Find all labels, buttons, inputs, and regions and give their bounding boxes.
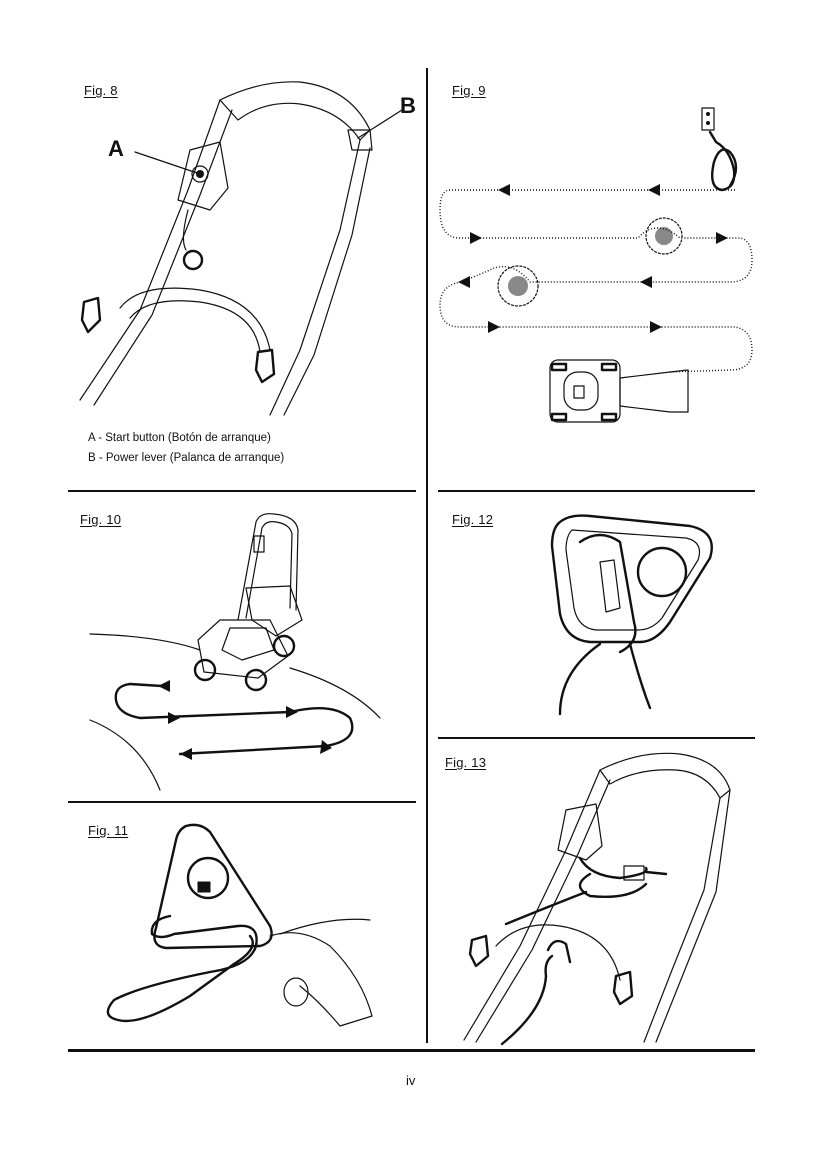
fig10-arrow-5 — [180, 748, 192, 760]
fig9-cord-coil — [710, 132, 736, 190]
fig10-mower-motor — [222, 628, 274, 660]
fig13-right-tube-a — [644, 798, 720, 1042]
fig8-legend: A - Start button (Botón de arranque) B -… — [88, 428, 284, 468]
fig9-outlet — [702, 108, 714, 130]
page-number: iv — [406, 1073, 415, 1088]
rule-left-2 — [68, 801, 416, 803]
fig8-left-tube-a — [80, 100, 220, 400]
fig13-left-tube-a — [464, 770, 600, 1040]
fig13-cord-to-retainer — [506, 892, 586, 924]
fig8-right-tube-b — [284, 148, 370, 415]
fig9-arrow-6 — [458, 276, 470, 288]
fig8-handle-bar — [220, 82, 370, 140]
fig9-mower-motor — [564, 372, 598, 410]
fig12-retainer-hole — [638, 548, 686, 596]
fig9-mower-switch — [574, 386, 584, 398]
fig10-wheel-front-left — [195, 660, 215, 680]
fig10-lawn-edge-top — [90, 634, 200, 650]
fig12-cord-slot — [600, 560, 620, 612]
fig8-start-button-core — [196, 170, 204, 178]
fig9-arrow-5 — [640, 276, 652, 288]
fig9-arrow-8 — [650, 321, 662, 333]
fig8-left-tube-b — [94, 110, 232, 405]
fig10-handle — [238, 514, 298, 620]
rule-right-1 — [438, 490, 755, 492]
fig13-cord-to-outlet — [502, 956, 552, 1044]
fig8-lower-bar — [120, 288, 270, 350]
fig8-leader-a — [135, 152, 200, 174]
fig13-extension-start — [646, 872, 666, 874]
fig12-cord-right — [630, 644, 650, 708]
fig13-left-knob — [470, 936, 488, 966]
center-divider — [426, 68, 428, 1043]
mowing-pattern-diagram — [430, 90, 770, 450]
fig9-arrow-2 — [648, 184, 660, 196]
fig9-wheel-2 — [602, 364, 616, 370]
fig9-bush-1-core — [655, 227, 673, 245]
fig9-arrow-4 — [716, 232, 728, 244]
fig13-retainer — [548, 941, 570, 962]
fig10-arrow-3 — [286, 706, 298, 718]
fig11-thumb — [284, 978, 308, 1006]
cord-strain-relief-illustration — [100, 816, 400, 1046]
fig10-lawn-edge-bottom — [90, 720, 160, 790]
fig13-lower-bar — [496, 925, 620, 980]
fig10-arrow-1 — [158, 680, 170, 692]
fig9-arrow-1 — [498, 184, 510, 196]
fig9-mow-path — [440, 190, 752, 372]
fig8-right-knob — [256, 350, 274, 382]
fig11-cord-loop — [108, 916, 257, 1021]
mower-handle-illustration — [60, 70, 420, 430]
mower-illustration — [70, 500, 420, 800]
fig9-outlet-hole-2 — [706, 121, 710, 125]
cord-retainer-closeup — [450, 502, 750, 722]
fig13-left-tube-b — [476, 780, 610, 1042]
fig8-lower-bar-inner — [130, 301, 260, 352]
fig9-bush-2-core — [508, 276, 528, 296]
fig9-wheel-4 — [602, 414, 616, 420]
fig10-wheel-front-right — [246, 670, 266, 690]
fig9-wheel-3 — [552, 414, 566, 420]
rule-left-1 — [68, 490, 416, 492]
fig9-outlet-hole-1 — [706, 112, 710, 116]
fig8-plug — [184, 251, 202, 269]
fig8-legend-b: B - Power lever (Palanca de arranque) — [88, 448, 284, 468]
fig8-right-tube-a — [270, 140, 360, 415]
fig13-handle-bar — [600, 753, 730, 798]
fig9-arrow-3 — [470, 232, 482, 244]
fig12-cord-loop — [580, 535, 635, 652]
fig11-retainer-notch — [198, 882, 210, 892]
fig10-mow-path — [116, 684, 352, 754]
fig12-cord-left — [560, 644, 600, 714]
fig13-right-knob — [614, 972, 632, 1004]
fig10-arrow-4 — [320, 740, 332, 754]
fig8-left-knob — [82, 298, 100, 332]
fig10-arrow-2 — [168, 712, 180, 724]
extension-cord-illustration — [440, 750, 760, 1050]
fig11-hand — [270, 933, 372, 1026]
fig10-wheel-rear-right — [274, 636, 294, 656]
fig8-legend-a: A - Start button (Botón de arranque) — [88, 428, 284, 448]
fig8-leader-b — [358, 110, 402, 138]
fig9-wheel-1 — [552, 364, 566, 370]
fig11-lawn-line — [280, 919, 370, 934]
fig9-arrow-7 — [488, 321, 500, 333]
fig11-cord-end — [234, 936, 253, 964]
rule-right-2 — [438, 737, 755, 739]
fig9-mower-bag — [620, 370, 688, 412]
